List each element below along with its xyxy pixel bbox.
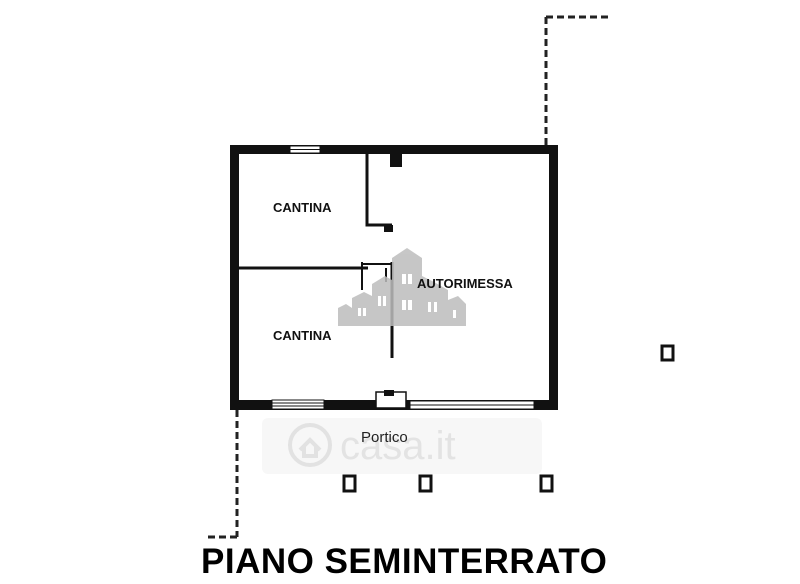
pillar-top (390, 151, 402, 167)
property-boundary-bottom-left (205, 410, 239, 539)
garage-door (409, 400, 535, 410)
window-top (289, 145, 321, 154)
window-bottom-left (271, 399, 325, 410)
watermark-text: casa.it (340, 424, 456, 468)
home-icon (288, 423, 332, 467)
room-label-autorimessa: AUTORIMESSA (417, 276, 513, 291)
room-label-portico: Portico (361, 429, 408, 446)
room-label-cantina-upper: CANTINA (273, 200, 332, 215)
room-label-cantina-lower: CANTINA (273, 328, 332, 343)
property-boundary-top-right (544, 15, 610, 145)
portico-pillars (342, 344, 675, 493)
watermark-wordmark: casa.it (262, 418, 542, 474)
floor-title: PIANO SEMINTERRATO (201, 542, 607, 581)
entrance-door (375, 390, 407, 409)
watermark-logo (338, 248, 466, 326)
